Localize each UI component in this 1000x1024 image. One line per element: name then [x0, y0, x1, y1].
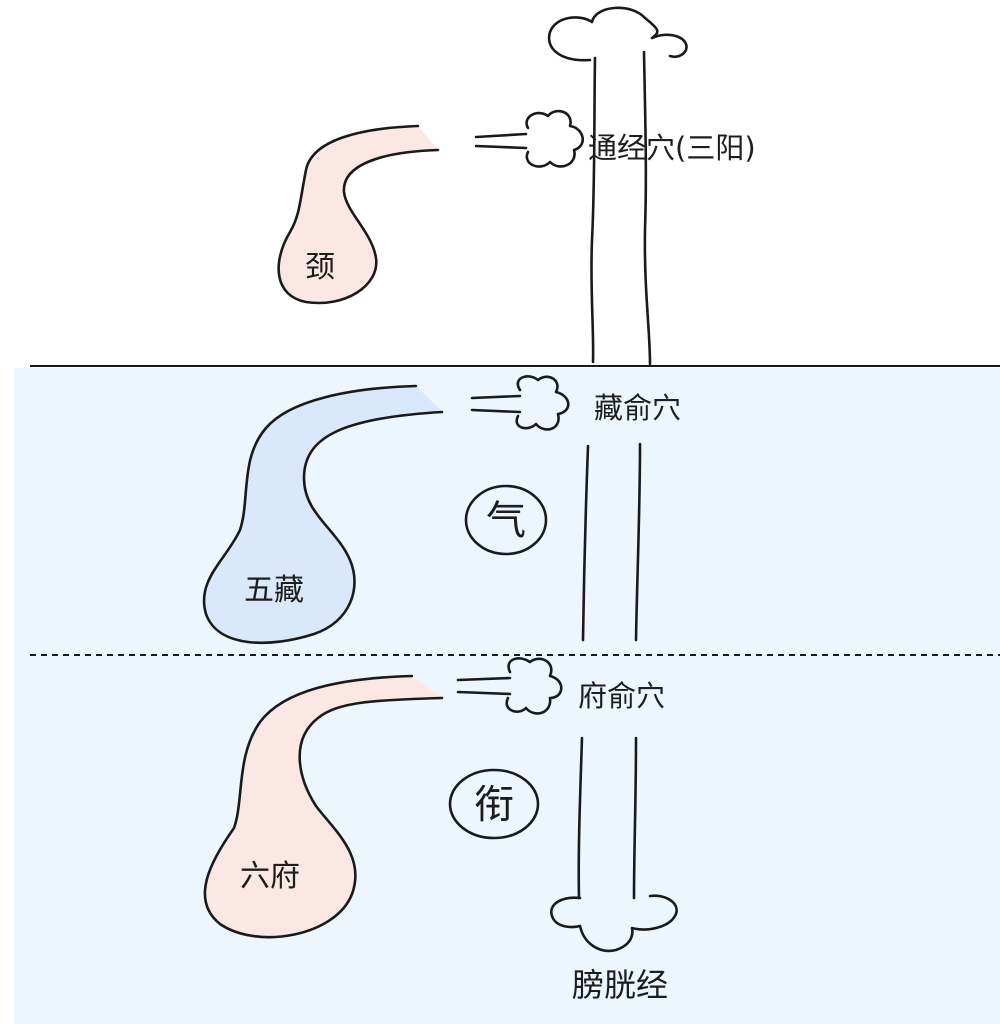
meridian-middle-left-wall — [581, 444, 590, 642]
lower-circle: 衔 — [448, 768, 540, 840]
meridian-upper-right-wall — [642, 50, 652, 366]
lower-acupoint-cloud — [505, 657, 563, 715]
meridian-upper-left-wall — [590, 56, 597, 364]
meridian-lower-left-wall — [577, 736, 584, 900]
meridian-top-cloud — [547, 6, 688, 62]
middle-organ-outline — [202, 384, 444, 645]
meridian-bottom-cloud — [550, 894, 678, 953]
middle-acupoint-cloud — [515, 375, 570, 431]
middle-organ-shape — [203, 386, 442, 643]
upper-acupoint-flow-lines — [474, 132, 528, 150]
upper-acupoint-label: 通经穴(三阳) — [588, 131, 756, 165]
meridian-middle-right-wall — [634, 442, 642, 642]
lower-acupoint-label: 府俞穴 — [578, 679, 665, 713]
upper-acupoint-cloud — [525, 109, 584, 168]
zone-background-middle — [14, 368, 1000, 655]
middle-organ-label: 五藏 — [244, 573, 304, 608]
middle-acupoint-marker: 藏俞穴 — [470, 375, 681, 431]
qi-circle-label: 气 — [486, 498, 526, 544]
meridian-lower-right-wall — [632, 736, 638, 900]
lower-circle-outline — [448, 768, 540, 840]
lower-organ: 六府 — [203, 674, 444, 939]
upper-organ-outline-outer — [277, 124, 440, 305]
lower-organ-outline — [203, 674, 444, 939]
upper-organ-label: 颈 — [305, 250, 335, 285]
middle-acupoint-label: 藏俞穴 — [594, 391, 681, 425]
middle-acupoint-flow-lines — [470, 394, 522, 414]
lower-acupoint-flow-lines — [456, 676, 512, 696]
middle-organ: 五藏 — [202, 384, 444, 645]
qi-circle-outline — [464, 484, 548, 556]
meridian-column — [547, 6, 688, 953]
meridian-label: 膀胱经 — [572, 966, 668, 1004]
lower-organ-label: 六府 — [240, 859, 300, 894]
lower-acupoint-marker: 府俞穴 — [456, 657, 665, 715]
upper-organ-shape — [278, 126, 438, 303]
zone-background-lower — [14, 655, 1000, 1024]
lower-organ-shape — [204, 676, 442, 938]
lower-circle-label: 衔 — [474, 782, 514, 828]
upper-acupoint-marker: 通经穴(三阳) — [474, 109, 756, 168]
qi-circle: 气 — [464, 484, 548, 556]
upper-organ: 颈 — [277, 124, 440, 305]
